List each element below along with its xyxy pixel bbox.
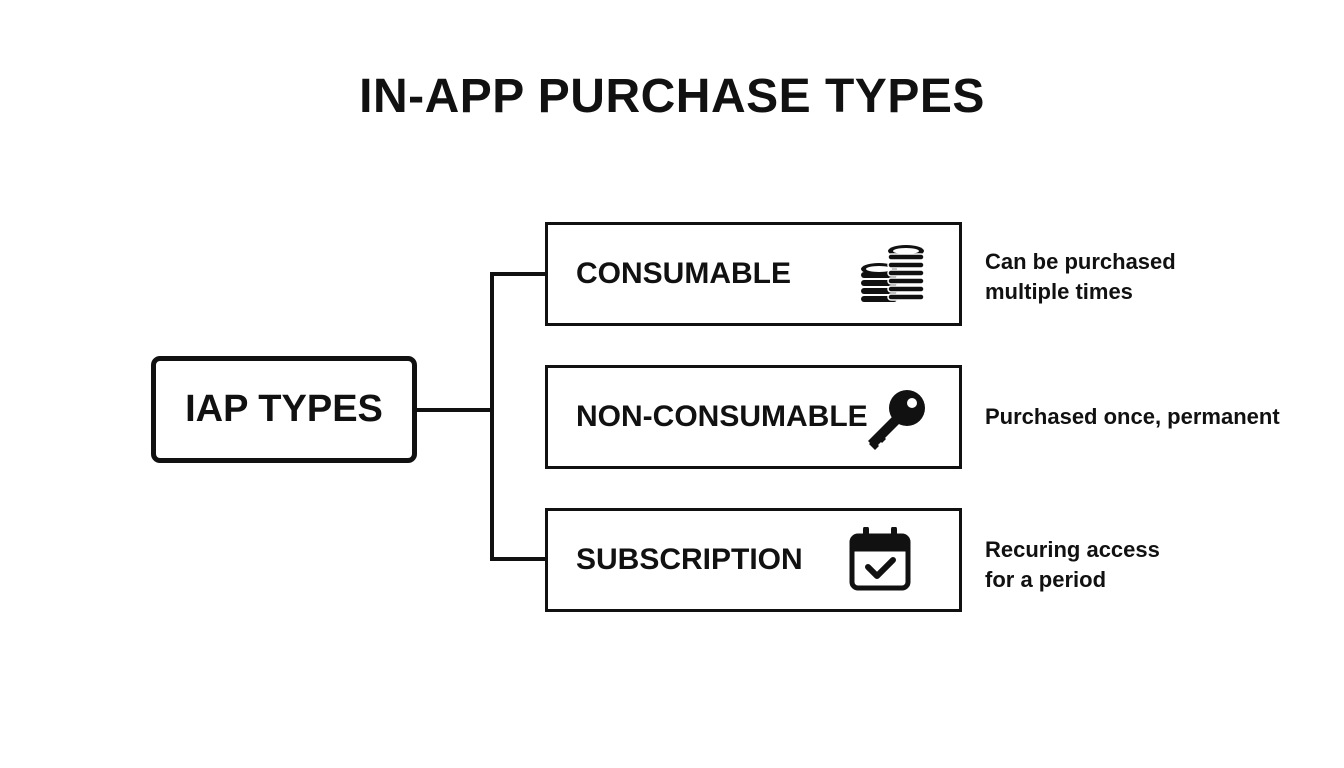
subscription-label: SUBSCRIPTION — [576, 543, 803, 576]
subscription-description-line-1: Recuring access — [985, 537, 1160, 562]
coins-stack-icon — [859, 241, 925, 307]
non-consumable-description-line-1: Purchased once, permanent — [985, 404, 1280, 429]
calendar-check-icon — [847, 527, 913, 593]
subscription-description: Recuring access for a period — [985, 535, 1160, 595]
non-consumable-label: NON-CONSUMABLE — [576, 400, 868, 433]
consumable-description-line-1: Can be purchased — [985, 249, 1176, 274]
subscription-description-line-2: for a period — [985, 567, 1107, 592]
consumable-description-line-2: multiple times — [985, 279, 1133, 304]
non-consumable-node: NON-CONSUMABLE — [545, 365, 962, 469]
consumable-description: Can be purchased multiple times — [985, 247, 1176, 307]
consumable-label: CONSUMABLE — [576, 257, 791, 290]
non-consumable-description: Purchased once, permanent — [985, 402, 1280, 432]
key-icon — [863, 386, 929, 452]
diagram-title: IN-APP PURCHASE TYPES — [359, 70, 985, 123]
subscription-node: SUBSCRIPTION — [545, 508, 962, 612]
root-node-label: IAP TYPES — [185, 388, 383, 430]
root-node: IAP TYPES — [151, 356, 417, 463]
consumable-node: CONSUMABLE — [545, 222, 962, 326]
